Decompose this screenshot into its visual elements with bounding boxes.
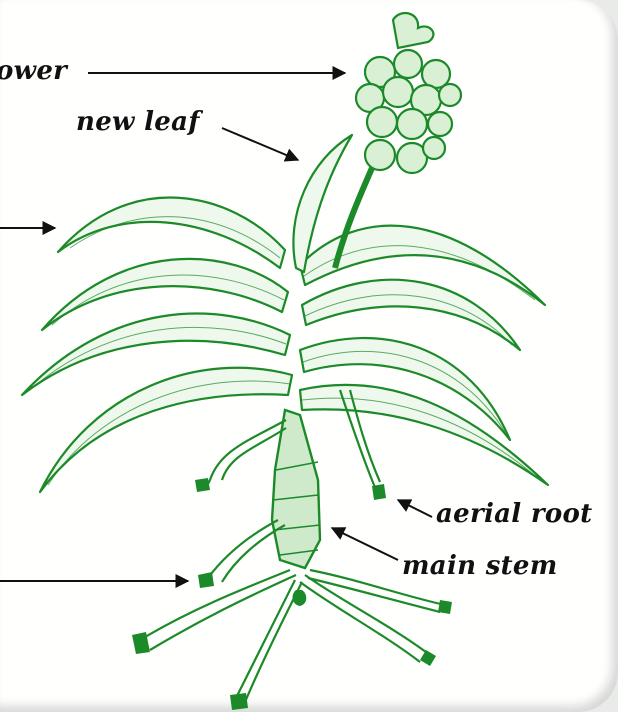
arrow-main-stem bbox=[332, 528, 398, 560]
aerial-root-label: aerial root bbox=[436, 499, 592, 529]
arrow-new-leaf bbox=[222, 128, 298, 160]
leaf-left-4 bbox=[40, 368, 292, 492]
root-4 bbox=[305, 575, 430, 655]
main-stem-label: main stem bbox=[402, 551, 558, 581]
flower-cluster bbox=[356, 13, 461, 173]
root-3 bbox=[235, 580, 295, 700]
flower-label: ower bbox=[0, 56, 67, 86]
leaf-right-4 bbox=[300, 385, 548, 485]
leaf-left-1 bbox=[58, 198, 285, 268]
main-stem bbox=[272, 410, 320, 568]
new-leaf-label: new leaf bbox=[76, 107, 200, 137]
root-1 bbox=[208, 520, 278, 578]
arrow-aerial-root bbox=[398, 500, 432, 517]
